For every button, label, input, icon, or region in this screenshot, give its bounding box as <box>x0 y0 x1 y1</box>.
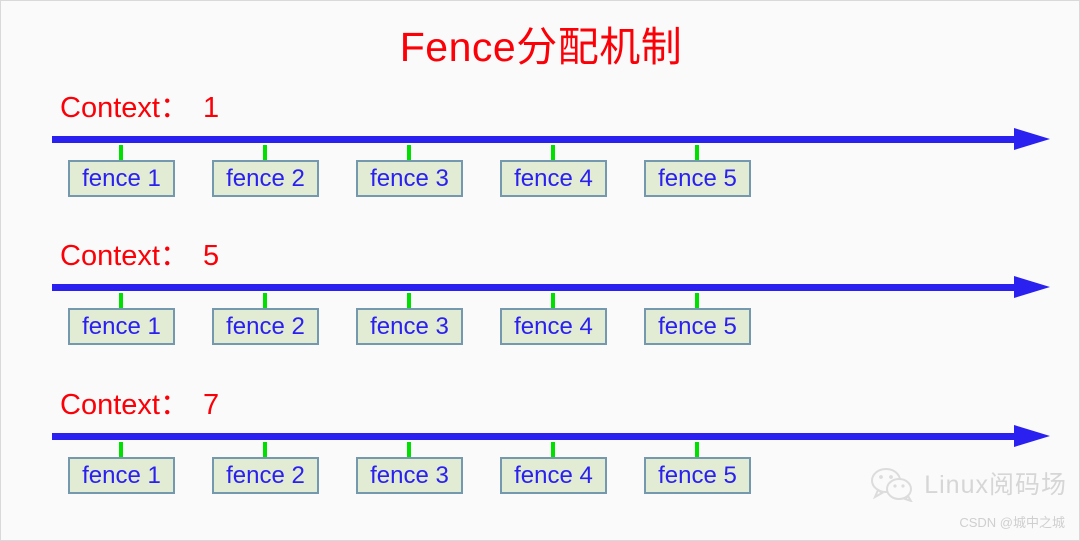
watermark-text: Linux阅码场 <box>924 471 1067 499</box>
csdn-credit: CSDN @城中之城 <box>959 515 1065 530</box>
timeline-arrow-3 <box>52 425 1050 447</box>
context-prefix: Context： <box>60 389 189 421</box>
context-value: 1 <box>202 92 220 124</box>
timeline-shaft <box>52 284 1014 291</box>
fence-box[interactable]: fence 5 <box>644 308 751 345</box>
context-label-2: Context： 5 <box>60 239 219 273</box>
timeline-shaft <box>52 433 1014 440</box>
page-title: Fence分配机制 <box>399 24 683 70</box>
context-value: 5 <box>202 240 220 272</box>
fence-box[interactable]: fence 1 <box>68 457 175 494</box>
fence-box[interactable]: fence 4 <box>500 160 607 197</box>
fence-box[interactable]: fence 5 <box>644 160 751 197</box>
timeline-arrow-1 <box>52 128 1050 150</box>
fence-box[interactable]: fence 1 <box>68 308 175 345</box>
fence-box[interactable]: fence 1 <box>68 160 175 197</box>
timeline-arrowhead-icon <box>1014 128 1050 150</box>
timeline-arrow-2 <box>52 276 1050 298</box>
fence-box[interactable]: fence 5 <box>644 457 751 494</box>
context-prefix: Context： <box>60 240 189 272</box>
fence-box[interactable]: fence 2 <box>212 457 319 494</box>
fence-box[interactable]: fence 4 <box>500 308 607 345</box>
fence-box[interactable]: fence 3 <box>356 457 463 494</box>
wechat-icon <box>871 468 913 502</box>
context-label-1: Context： 1 <box>60 91 219 125</box>
fence-box[interactable]: fence 3 <box>356 308 463 345</box>
context-prefix: Context： <box>60 92 189 124</box>
timeline-shaft <box>52 136 1014 143</box>
watermark: Linux阅码场 <box>870 468 1067 502</box>
context-value: 7 <box>202 389 220 421</box>
context-label-3: Context： 7 <box>60 388 219 422</box>
timeline-arrowhead-icon <box>1014 425 1050 447</box>
fence-box[interactable]: fence 3 <box>356 160 463 197</box>
fence-box[interactable]: fence 2 <box>212 160 319 197</box>
fence-box[interactable]: fence 4 <box>500 457 607 494</box>
timeline-arrowhead-icon <box>1014 276 1050 298</box>
fence-box[interactable]: fence 2 <box>212 308 319 345</box>
